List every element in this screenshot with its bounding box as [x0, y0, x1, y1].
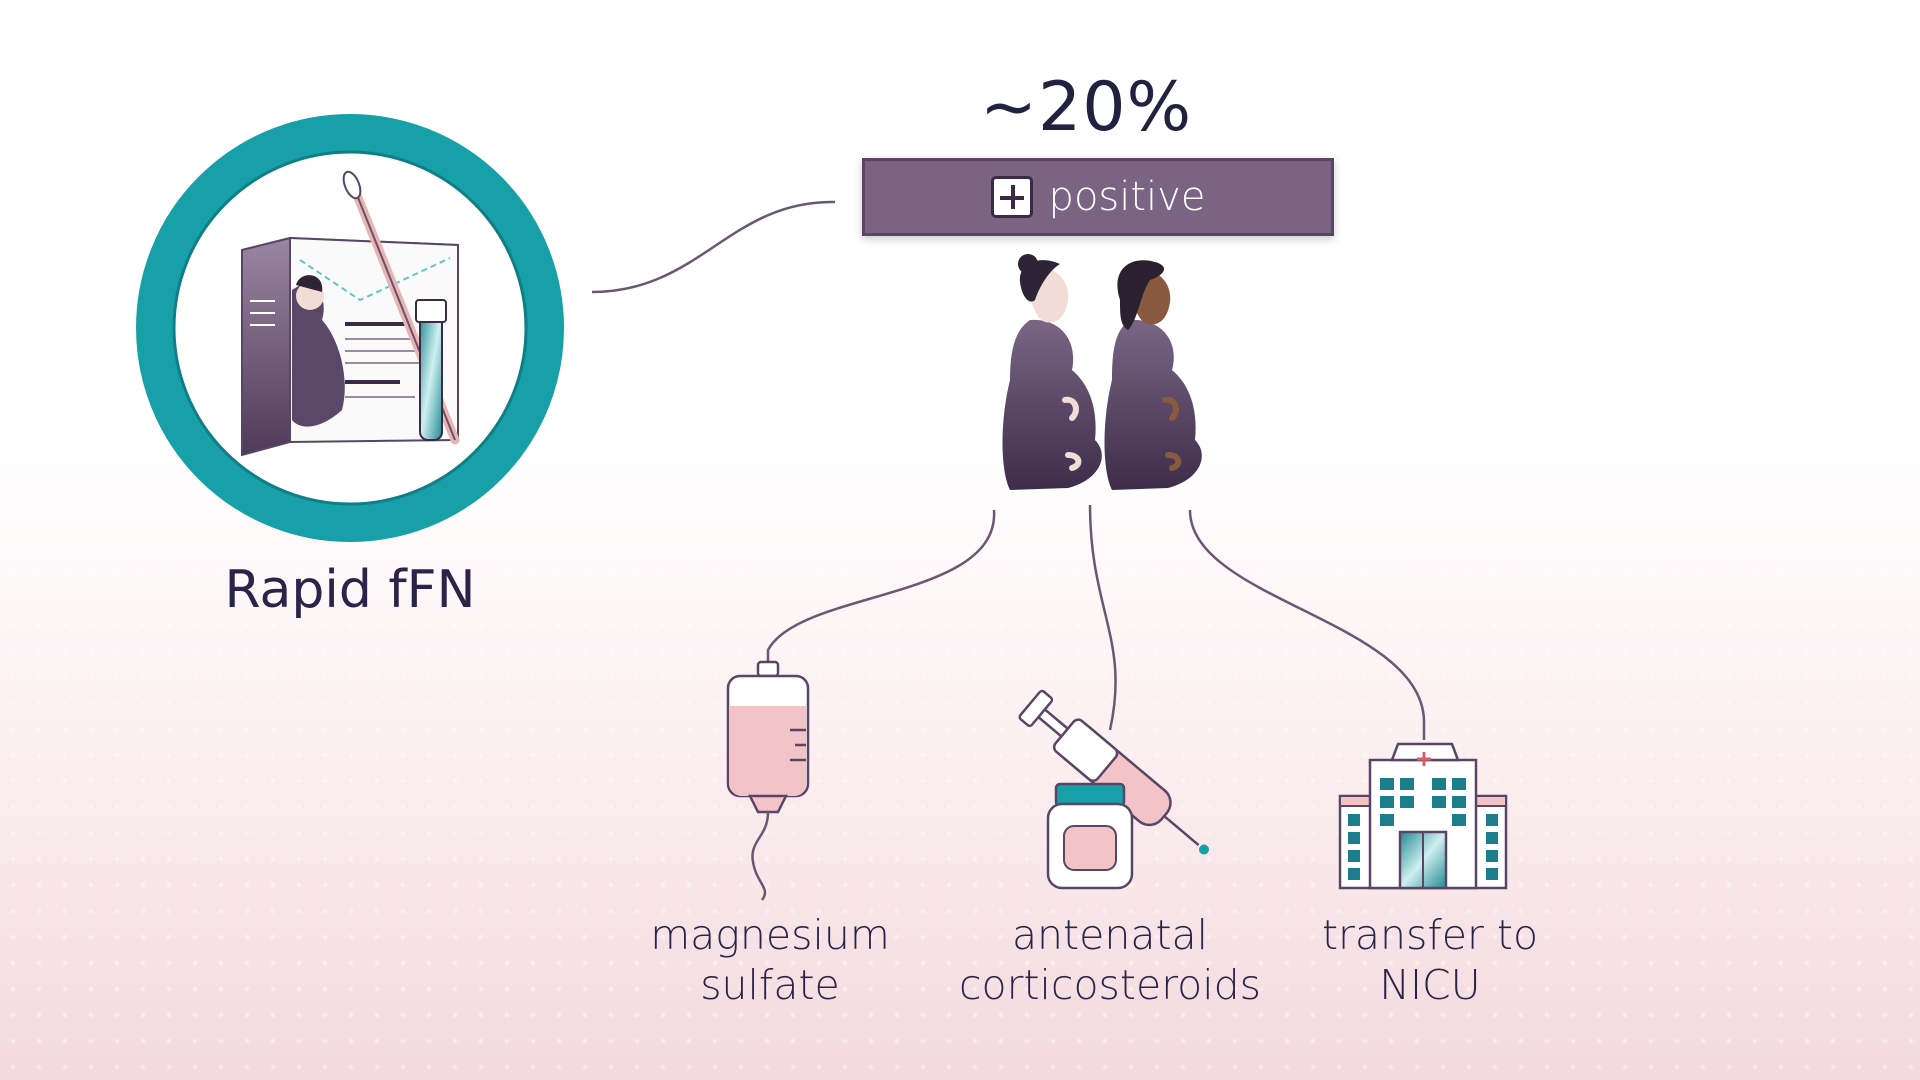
pregnant-woman-2-icon [1104, 260, 1202, 490]
positive-banner: positive [862, 158, 1334, 236]
connector-to-antenatal [1088, 504, 1117, 731]
treatment-magnesium-label: magnesium sulfate [650, 911, 890, 1009]
connector-test-to-banner [591, 200, 836, 294]
pregnant-women-icon [1002, 254, 1202, 490]
pregnant-woman-1-icon [1002, 254, 1102, 490]
background-pattern [0, 560, 1920, 1080]
treatment-antenatal-label: antenatal corticosteroids [958, 911, 1262, 1009]
positive-label: positive [1048, 174, 1206, 220]
test-name-label: Rapid fFN [224, 560, 476, 620]
syringe-vial-icon [1018, 689, 1209, 890]
iv-bag-icon [726, 660, 810, 901]
treatment-nicu-label: transfer to NICU [1321, 911, 1539, 1009]
positive-percent: ~20% [980, 68, 1193, 147]
hospital-icon [1338, 742, 1508, 890]
connector-to-magnesium [766, 509, 996, 672]
rapid-ffn-icon [136, 114, 564, 542]
plus-icon [990, 176, 1033, 218]
connector-to-nicu [1188, 509, 1426, 740]
